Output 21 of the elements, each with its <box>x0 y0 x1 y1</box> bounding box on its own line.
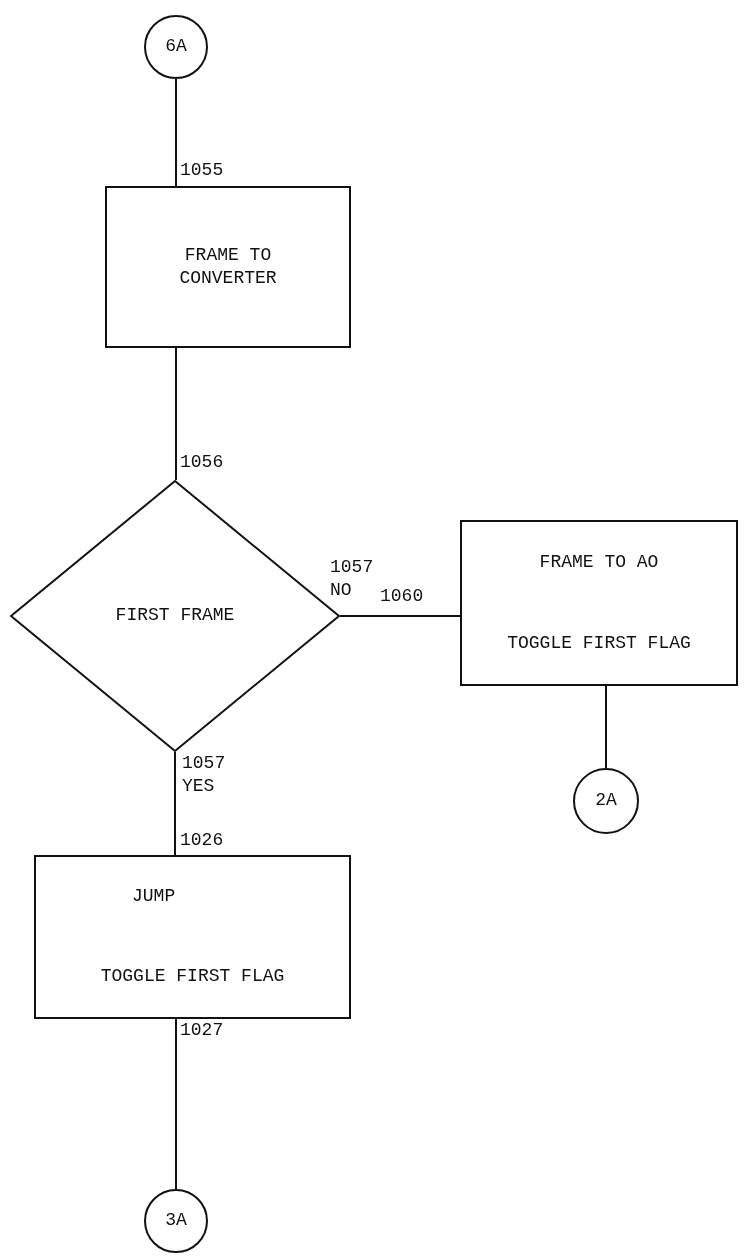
node-text: 3A <box>165 1209 187 1233</box>
node-text: TOGGLE FIRST FLAG <box>100 965 285 989</box>
flow-line <box>175 347 177 481</box>
node-text: JUMP <box>132 885 176 909</box>
node-text: FRAME TO CONVERTER <box>178 243 278 290</box>
node-text: TOGGLE FIRST FLAG <box>507 631 691 655</box>
process-box <box>460 520 738 686</box>
connector-circle <box>144 15 208 79</box>
flow-line <box>339 615 461 617</box>
node-text: 2A <box>595 789 617 813</box>
connector-circle <box>144 1189 208 1253</box>
node-text: 6A <box>165 35 187 59</box>
node-text: FRAME TO AO <box>539 550 659 574</box>
node-text: FIRST FRAME <box>115 604 235 628</box>
flow-line <box>175 78 177 187</box>
process-box <box>34 855 351 1019</box>
connector-circle <box>573 768 639 834</box>
flow-line <box>605 685 607 769</box>
process-box <box>105 186 351 348</box>
flow-line <box>175 1018 177 1190</box>
flow-line <box>174 751 176 856</box>
